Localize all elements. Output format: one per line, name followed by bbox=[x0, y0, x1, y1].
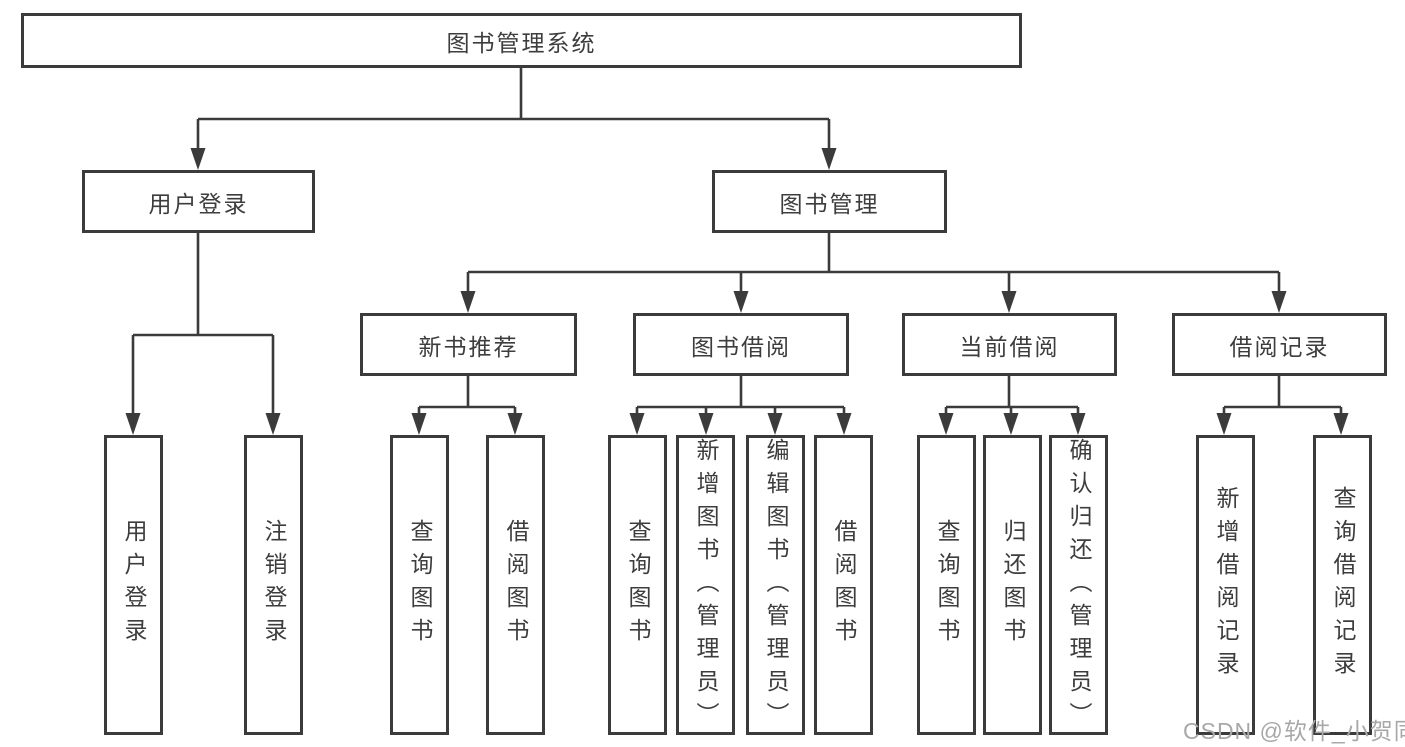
node-label: 确认归还（管理员） bbox=[1066, 438, 1092, 735]
node-book-management: 图书管理 bbox=[712, 170, 947, 233]
node-label: 用户登录 bbox=[121, 519, 147, 651]
node-label: 当前借阅 bbox=[959, 333, 1060, 360]
node-user-login: 用户登录 bbox=[82, 170, 315, 233]
node-label: 归还图书 bbox=[1000, 519, 1026, 651]
node-label: 借阅图书 bbox=[503, 519, 529, 651]
csdn-watermark: CSDN @软件_小贺同学 bbox=[1183, 718, 1405, 744]
leaf-query-borrow-record: 查询借阅记录 bbox=[1313, 435, 1372, 735]
node-borrowing-records: 借阅记录 bbox=[1172, 313, 1387, 376]
leaf-edit-book-admin: 编辑图书（管理员） bbox=[746, 435, 805, 735]
node-label: 图书管理 bbox=[779, 190, 880, 217]
node-current-borrowing: 当前借阅 bbox=[902, 313, 1117, 376]
node-new-book-recommendation: 新书推荐 bbox=[360, 313, 577, 376]
node-label: 查询图书 bbox=[934, 519, 960, 651]
leaf-query-books-1: 查询图书 bbox=[390, 435, 449, 735]
leaf-user-login: 用户登录 bbox=[104, 435, 163, 735]
node-label: 查询借阅记录 bbox=[1330, 486, 1356, 684]
node-label: 新书推荐 bbox=[418, 333, 519, 360]
leaf-query-books-2: 查询图书 bbox=[608, 435, 667, 735]
leaf-return-book: 归还图书 bbox=[983, 435, 1042, 735]
node-label: 图书借阅 bbox=[691, 333, 791, 360]
leaf-borrow-books-2: 借阅图书 bbox=[814, 435, 873, 735]
leaf-logout: 注销登录 bbox=[244, 435, 303, 735]
node-label: 查询图书 bbox=[625, 519, 651, 651]
leaf-confirm-return-admin: 确认归还（管理员） bbox=[1049, 435, 1108, 735]
node-label: 用户登录 bbox=[148, 190, 249, 217]
node-label: 借阅图书 bbox=[831, 519, 857, 651]
node-label: 借阅记录 bbox=[1229, 333, 1330, 360]
node-label: 新增借阅记录 bbox=[1213, 486, 1239, 684]
node-label: 图书管理系统 bbox=[446, 29, 597, 56]
leaf-borrow-books-1: 借阅图书 bbox=[486, 435, 545, 735]
node-label: 编辑图书（管理员） bbox=[763, 438, 789, 735]
node-label: 新增图书（管理员） bbox=[693, 438, 719, 735]
leaf-query-books-3: 查询图书 bbox=[917, 435, 976, 735]
node-book-borrowing: 图书借阅 bbox=[633, 313, 849, 376]
leaf-add-book-admin: 新增图书（管理员） bbox=[676, 435, 735, 735]
node-label: 注销登录 bbox=[261, 519, 287, 651]
node-library-management-system: 图书管理系统 bbox=[21, 13, 1022, 68]
node-label: 查询图书 bbox=[407, 519, 433, 651]
leaf-add-borrow-record: 新增借阅记录 bbox=[1196, 435, 1255, 735]
